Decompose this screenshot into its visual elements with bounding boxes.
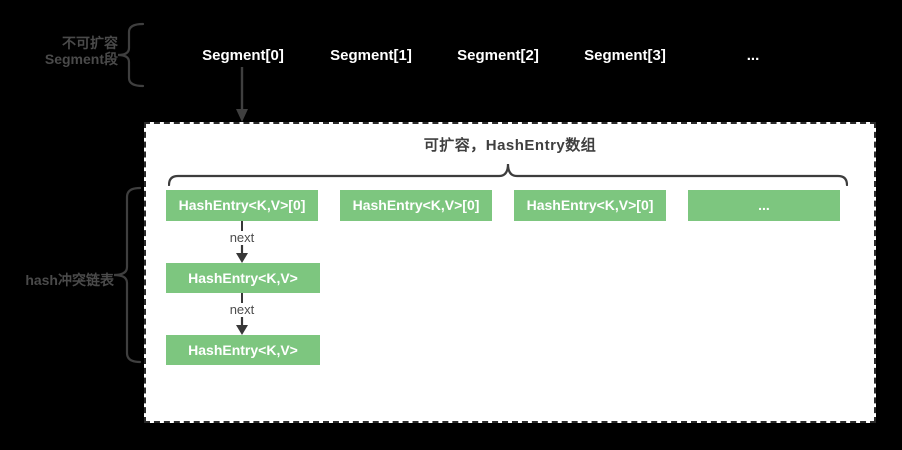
chain-node-0: HashEntry<K,V> — [166, 263, 320, 293]
segment0-down-arrow-icon — [236, 67, 248, 122]
bucket-ellipsis: ... — [688, 190, 840, 221]
bucket-1: HashEntry<K,V>[0] — [340, 190, 492, 221]
next-down-arrow-icon — [236, 317, 248, 335]
hashentry-array-brace — [168, 163, 848, 186]
segment-group-brace — [117, 22, 145, 88]
segment-0-label: Segment[0] — [202, 47, 284, 64]
next-down-arrow-icon — [236, 245, 248, 263]
hashentry-array-panel: 可扩容，HashEntry数组 HashEntry<K,V>[0] HashEn… — [144, 122, 876, 423]
segment-2-label: Segment[2] — [457, 47, 539, 64]
next-pointer-label: next — [229, 302, 255, 317]
panel-title: 可扩容，HashEntry数组 — [423, 137, 597, 154]
hash-collision-list-label: hash冲突链表 — [25, 272, 114, 288]
chain-connector-line — [241, 293, 243, 303]
segment-group-label-line1: 不可扩容 — [62, 35, 118, 51]
next-pointer-label: next — [229, 230, 255, 245]
chain-node-1: HashEntry<K,V> — [166, 335, 320, 365]
segment-group-label-line2: Segment段 — [44, 51, 118, 67]
hash-collision-list-brace — [113, 186, 142, 364]
segment-ellipsis-label: ... — [746, 47, 760, 64]
bucket-0: HashEntry<K,V>[0] — [166, 190, 318, 221]
segment-group-label: 不可扩容 Segment段 — [0, 35, 118, 67]
segment-1-label: Segment[1] — [330, 47, 412, 64]
segment-3-label: Segment[3] — [584, 47, 666, 64]
bucket-2: HashEntry<K,V>[0] — [514, 190, 666, 221]
chain-connector-line — [241, 221, 243, 231]
